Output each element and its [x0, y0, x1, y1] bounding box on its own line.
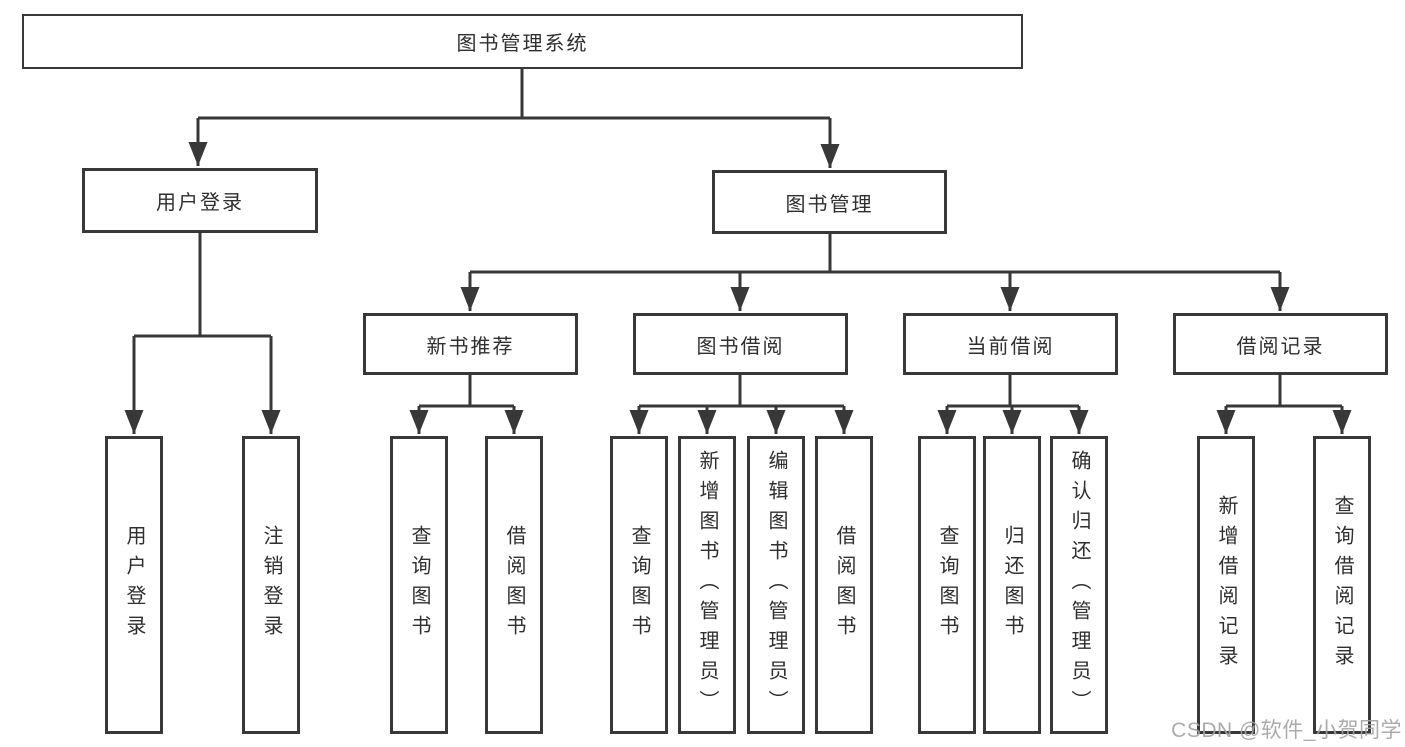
leaf-records-query-record: 查询借阅记录	[1313, 436, 1371, 734]
node-book-management-label: 图书管理	[785, 193, 874, 216]
leaf-logout-label: 注销登录	[260, 525, 282, 645]
leaf-current-confirm-return-admin-label: 确认归还（管理员）	[1068, 450, 1090, 720]
node-user-login-label: 用户登录	[156, 192, 244, 214]
leaf-current-query-books: 查询图书	[918, 436, 976, 734]
node-book-borrowing-label: 图书借阅	[696, 335, 785, 358]
node-new-book-recommend: 新书推荐	[363, 313, 578, 375]
node-system-root: 图书管理系统	[22, 14, 1023, 69]
leaf-records-query-record-label: 查询借阅记录	[1331, 495, 1353, 675]
leaf-borrow-borrow-books: 借阅图书	[815, 436, 873, 734]
leaf-records-add-record-label: 新增借阅记录	[1215, 495, 1237, 675]
leaf-borrow-query-books: 查询图书	[610, 436, 668, 734]
leaf-records-add-record: 新增借阅记录	[1197, 436, 1255, 734]
node-system-root-label: 图书管理系统	[456, 33, 589, 55]
leaf-newbook-query-books: 查询图书	[390, 436, 448, 734]
leaf-borrow-query-books-label: 查询图书	[628, 525, 650, 645]
node-book-borrowing: 图书借阅	[633, 313, 848, 375]
leaf-newbook-borrow-books-label: 借阅图书	[503, 525, 525, 645]
node-current-borrowing-label: 当前借阅	[966, 335, 1055, 358]
node-borrow-records: 借阅记录	[1173, 313, 1388, 375]
leaf-current-query-books-label: 查询图书	[936, 525, 958, 645]
leaf-newbook-query-books-label: 查询图书	[408, 525, 430, 645]
leaf-newbook-borrow-books: 借阅图书	[485, 436, 543, 734]
node-user-login: 用户登录	[82, 168, 318, 233]
node-new-book-recommend-label: 新书推荐	[426, 335, 515, 358]
node-borrow-records-label: 借阅记录	[1236, 335, 1325, 358]
leaf-user-login-label: 用户登录	[123, 525, 145, 645]
node-current-borrowing: 当前借阅	[903, 313, 1118, 375]
leaf-borrow-borrow-books-label: 借阅图书	[833, 525, 855, 645]
csdn-watermark: CSDN @软件_小贺同学	[1171, 719, 1402, 742]
leaf-borrow-edit-books-admin-label: 编辑图书（管理员）	[765, 450, 787, 720]
node-book-management: 图书管理	[712, 170, 947, 234]
leaf-user-login: 用户登录	[105, 436, 163, 734]
leaf-borrow-add-books-admin-label: 新增图书（管理员）	[696, 450, 718, 720]
leaf-borrow-edit-books-admin: 编辑图书（管理员）	[747, 436, 805, 734]
leaf-current-confirm-return-admin: 确认归还（管理员）	[1050, 436, 1108, 734]
leaf-current-return-books-label: 归还图书	[1001, 525, 1023, 645]
leaf-logout: 注销登录	[242, 436, 300, 734]
leaf-borrow-add-books-admin: 新增图书（管理员）	[678, 436, 736, 734]
leaf-current-return-books: 归还图书	[983, 436, 1041, 734]
